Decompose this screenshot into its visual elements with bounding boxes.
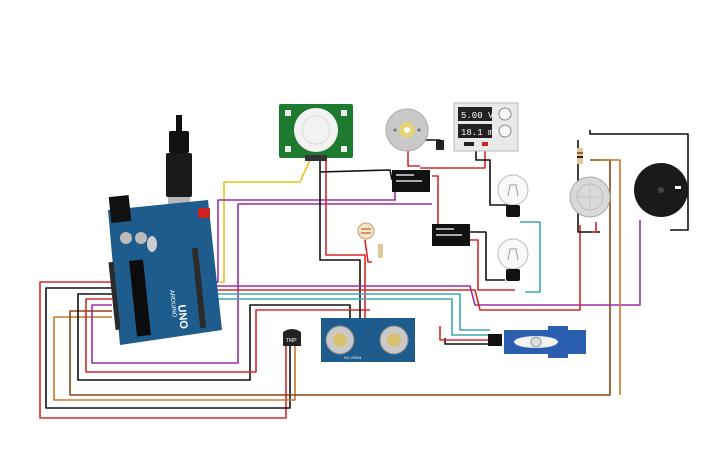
wire-red-left-2[interactable] <box>85 298 370 373</box>
servo-motor[interactable] <box>488 326 586 358</box>
relay-1[interactable] <box>392 170 430 192</box>
resistor-gas[interactable] <box>577 148 583 164</box>
light-bulb-1[interactable] <box>497 174 529 217</box>
wire-teal-signal[interactable] <box>215 293 490 331</box>
arduino-brand-text: ARDUINO <box>168 290 177 318</box>
wire-red-pir[interactable] <box>325 160 366 320</box>
voltage-knob[interactable] <box>498 107 512 121</box>
power-supply[interactable]: 5.00 V 18.1 mA <box>453 102 519 152</box>
wire-red-left-loop[interactable] <box>39 281 287 419</box>
ultrasonic-sensor[interactable]: HC-SR04 <box>321 318 415 362</box>
wire-orange-servo[interactable] <box>600 159 621 395</box>
dc-motor[interactable] <box>385 108 444 152</box>
temperature-sensor[interactable]: TMP <box>283 329 301 346</box>
psu-voltage-text: 5.00 V <box>461 111 494 121</box>
arduino-model-text: UNO <box>175 304 190 330</box>
wire-teal-bulb1[interactable] <box>520 221 541 293</box>
wire-red-right[interactable] <box>215 225 581 311</box>
wire-red-motor[interactable] <box>407 150 420 167</box>
pir-motion-sensor[interactable] <box>279 104 353 161</box>
piezo-buzzer[interactable] <box>634 163 688 217</box>
wires <box>39 130 689 419</box>
photoresistor[interactable] <box>357 222 375 240</box>
wire-red-servo[interactable] <box>439 326 488 341</box>
gas-sensor[interactable] <box>569 176 611 218</box>
wire-black-relay1[interactable] <box>319 169 393 181</box>
wire-red-bulb2[interactable] <box>470 239 515 291</box>
resistor-ldr[interactable] <box>378 244 383 258</box>
temp-sensor-label: TMP <box>286 338 297 344</box>
wire-red-gas[interactable] <box>592 222 597 233</box>
wire-black-servo[interactable] <box>444 338 488 345</box>
wire-black-psu[interactable] <box>475 148 510 206</box>
wire-orange-left-loop[interactable] <box>53 316 296 401</box>
wire-red-psu[interactable] <box>420 148 486 169</box>
psu-current-text: 18.1 mA <box>461 128 499 138</box>
wire-black-relay2[interactable] <box>470 231 505 281</box>
wire-black-left-2[interactable] <box>77 293 351 381</box>
arduino-uno-board[interactable]: ARDUINO UNO <box>108 115 222 345</box>
wire-black-right-loop[interactable] <box>589 130 689 231</box>
wire-black-left-loop[interactable] <box>45 287 291 409</box>
light-bulb-2[interactable] <box>497 238 529 281</box>
wire-teal-signal-2[interactable] <box>215 298 490 336</box>
wire-red-relay2[interactable] <box>432 175 440 229</box>
wire-yellow-pir[interactable] <box>220 159 311 283</box>
current-knob[interactable] <box>498 124 512 138</box>
wire-purple-right[interactable] <box>215 220 641 306</box>
wire-red-ldr[interactable] <box>364 239 372 263</box>
ultrasonic-label: HC-SR04 <box>344 355 362 360</box>
wire-purple-relay[interactable] <box>215 190 396 283</box>
wire-purple-left[interactable] <box>91 203 432 364</box>
relay-2[interactable] <box>432 224 470 246</box>
